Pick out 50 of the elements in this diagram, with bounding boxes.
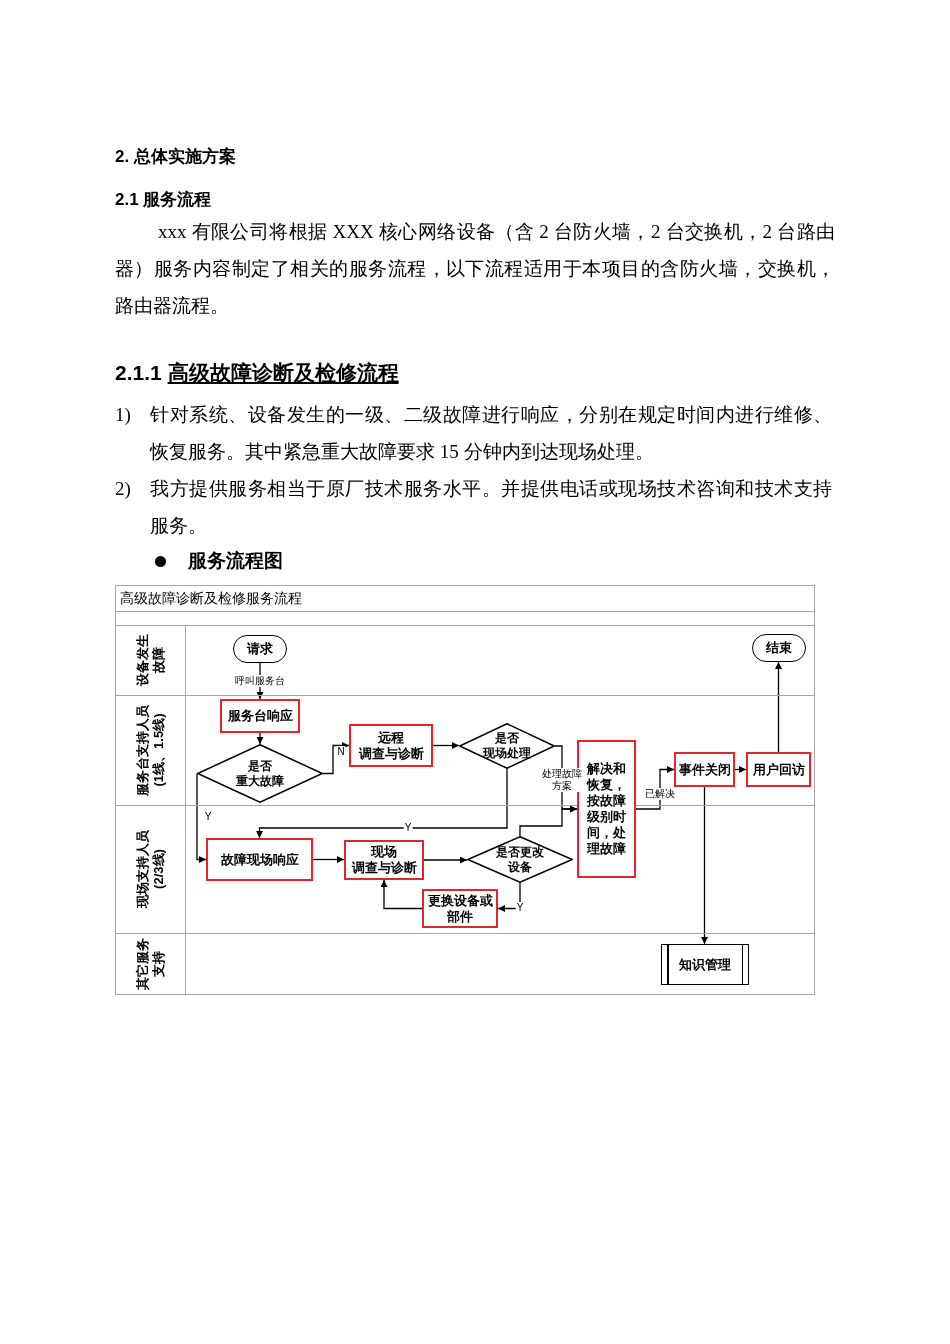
list-item: 服务流程图 <box>188 549 283 573</box>
arrow <box>497 882 521 912</box>
process-box: 现场调查与诊断 <box>344 840 424 880</box>
terminator: 结束 <box>752 634 806 662</box>
subsection-heading: 2.1 服务流程 <box>115 190 212 210</box>
process-box: 故障现场响应 <box>206 838 313 881</box>
arrow <box>701 786 708 945</box>
lane-title: 服务台支持人员(1线、1.5线) <box>134 704 167 796</box>
process-box: 服务台响应 <box>220 699 300 733</box>
lane-title: 现场支持人员(2/3线) <box>134 830 167 908</box>
process-box: 事件关闭 <box>674 752 735 787</box>
process-box: 更换设备或部件 <box>422 889 498 928</box>
frame-heading: 高级故障诊断及检修服务流程 <box>120 589 302 607</box>
decision-diamond: 是否重大故障 <box>197 744 323 803</box>
arrow <box>196 772 207 863</box>
arrow <box>312 856 345 863</box>
swimlane-frame <box>115 585 815 995</box>
edge-label: N <box>336 745 346 758</box>
lane-title: 其它服务支持 <box>134 938 167 990</box>
section-heading: 2.1.1 高级故障诊断及检修流程 <box>115 360 399 386</box>
list-number: 1) <box>115 402 131 427</box>
paragraph: xxx 有限公司将根据 XXX 核心网络设备（含 2 台防火墙，2 台交换机，2 台路由器）服务内容制定了相关的服务流程，以下流程适用于本项目的含防火墙，交换机，路由器流程。 <box>115 219 835 318</box>
arrow <box>775 661 782 753</box>
arrow <box>519 805 578 837</box>
process-box: 远程调查与诊断 <box>349 724 433 767</box>
arrow <box>423 856 468 864</box>
swimlane <box>115 933 815 995</box>
edge-label: 处理故障方案 <box>541 768 583 792</box>
edge-label: Y <box>515 901 525 914</box>
lane-title: 设备发生故障 <box>134 634 167 686</box>
arrow <box>256 768 508 839</box>
list-number: 2) <box>115 476 131 501</box>
edge-label: Y <box>403 822 413 834</box>
arrow <box>734 766 747 773</box>
decision-diamond: 是否更改设备 <box>467 836 573 883</box>
swimlane <box>115 625 815 695</box>
arrow <box>256 732 264 745</box>
arrow <box>322 742 350 775</box>
list-item: 我方提供服务相当于原厂技术服务水平。并提供电话或现场技术咨询和技术支持服务。 <box>150 476 832 538</box>
arrow <box>380 879 423 910</box>
process-box: 用户回访 <box>746 752 811 787</box>
section-heading: 2. 总体实施方案 <box>115 147 236 167</box>
predefined-process-box: 知识管理 <box>661 944 749 985</box>
edge-label: 已解决 <box>644 788 676 800</box>
arrow <box>432 742 460 749</box>
edge-label: 呼叫服务台 <box>234 675 286 687</box>
list-item: 针对系统、设备发生的一级、二级故障进行响应，分别在规定时间内进行维修、恢复服务。其中紧急重大故障要求 15 分钟内到达现场处理。 <box>150 402 832 464</box>
terminator: 请求 <box>233 635 287 663</box>
decision-diamond: 是否现场处理 <box>459 723 555 769</box>
edge-label: Y <box>203 810 213 823</box>
